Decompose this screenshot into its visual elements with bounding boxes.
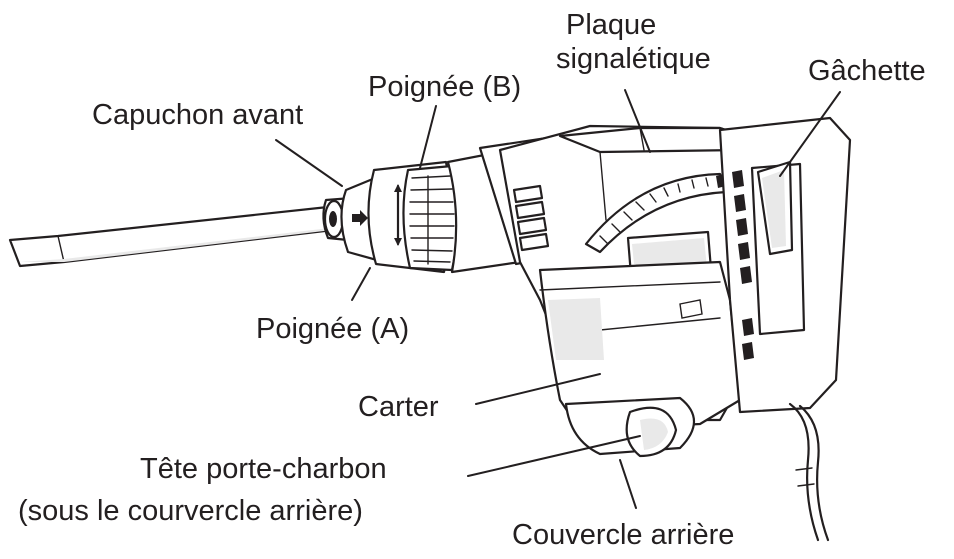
label-poignee-a: Poignée (A) [256,313,410,345]
label-plaque-line2: signalétique [556,43,711,75]
leader-carter [475,373,601,405]
handle [718,116,852,414]
label-gachette: Gâchette [808,55,926,87]
leader-lines [275,89,841,509]
label-tete-line1: Tête porte-charbon [140,453,387,485]
leader-plaque [624,89,651,153]
leader-couvercle [619,459,637,509]
label-tete-line2: (sous le courvercle arrière) [18,495,363,527]
power-cord [788,402,830,542]
grip-b [367,160,460,274]
leader-capuchon [275,139,343,187]
motor-housing [538,260,742,458]
label-capuchon-avant: Capuchon avant [92,99,304,131]
leader-tete [467,435,641,477]
leader-poignee-a [351,267,371,301]
label-couvercle-arriere: Couvercle arrière [512,519,735,551]
label-poignee-b: Poignée (B) [368,71,522,103]
chisel-bit [8,205,335,268]
label-plaque-line1: Plaque [566,9,657,41]
leader-gachette [779,91,841,177]
label-carter: Carter [358,391,439,423]
leader-poignee-b [419,105,437,169]
